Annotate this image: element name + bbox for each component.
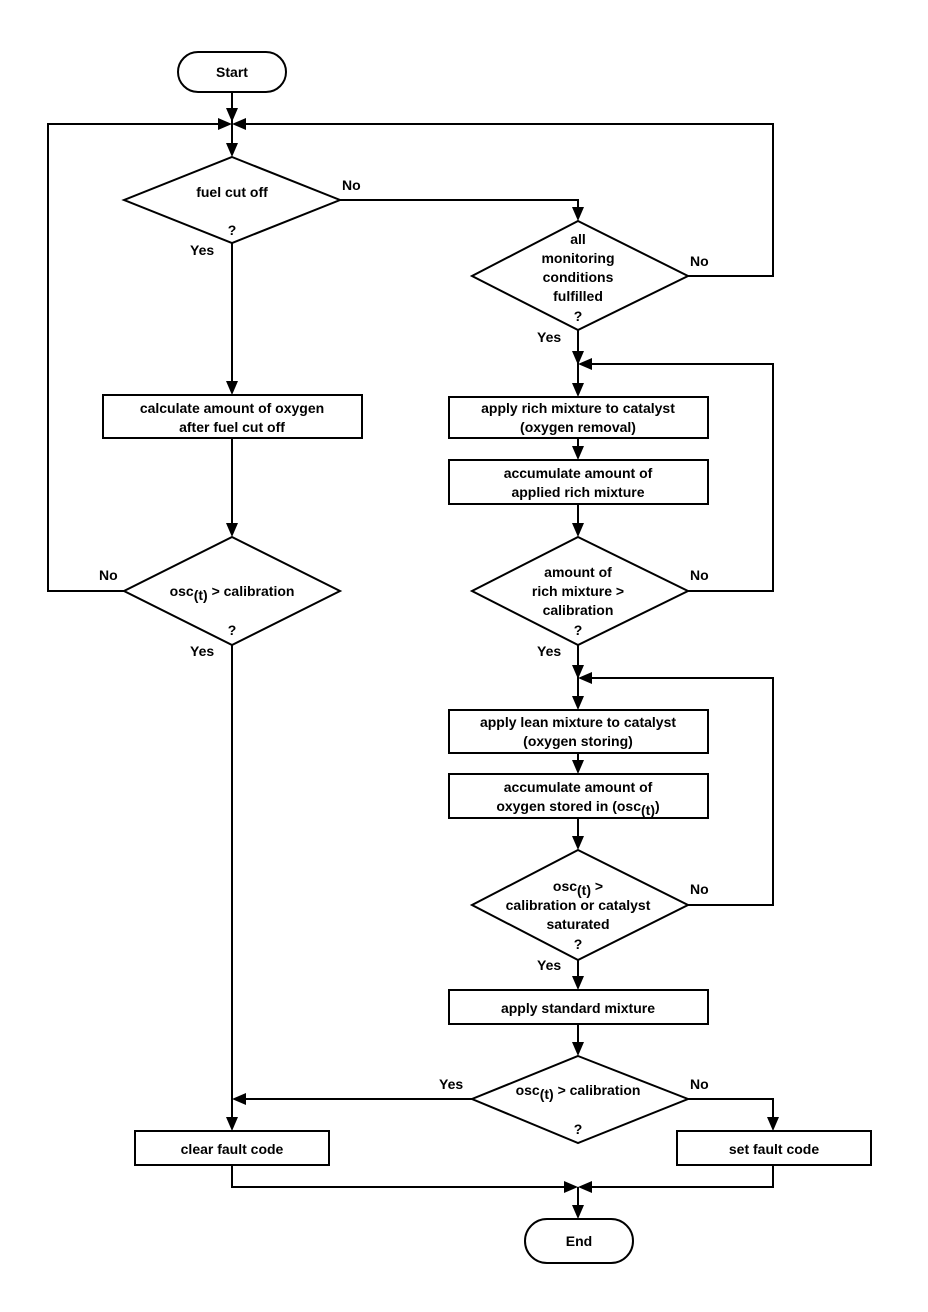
decision-monitoring-line4: fulfilled xyxy=(553,288,603,304)
arrowhead-lean-loop xyxy=(578,672,592,684)
decision-osc-saturated-q: ? xyxy=(574,936,583,952)
process-lean-apply: apply lean mixture to catalyst (oxygen s… xyxy=(448,709,709,754)
decision-monitoring-line2: monitoring xyxy=(541,250,614,266)
arrowhead-rich-apply xyxy=(572,383,584,397)
decision-osc-saturated: osc(t) > calibration or catalyst saturat… xyxy=(469,848,691,962)
arrowhead-calc xyxy=(226,381,238,395)
decision-rich-check: amount of rich mixture > calibration ? xyxy=(469,535,691,647)
process-lean-accumulate: accumulate amount of oxygen stored in (o… xyxy=(448,773,709,819)
arrowhead-osc xyxy=(226,523,238,537)
decision-monitoring-line3: conditions xyxy=(543,269,614,285)
connector-final-no xyxy=(688,1098,774,1124)
branch-labels: No Yes No Yes No Yes No Yes No Yes Yes N… xyxy=(99,177,709,1092)
connector-osc-no-loop xyxy=(47,123,226,592)
decision-osc-final-q: ? xyxy=(574,1121,583,1137)
decision-rich-check-line2: rich mixture > xyxy=(532,583,624,599)
arrowhead-right-loop xyxy=(232,118,246,130)
process-lean-accumulate-line2: oxygen stored in (osc(t)) xyxy=(496,798,659,818)
arrowhead-left-loop xyxy=(218,118,232,130)
connector-fuelcut-no xyxy=(340,199,579,214)
decision-monitoring: all monitoring conditions fulfilled ? xyxy=(469,219,691,332)
arrowheads xyxy=(218,108,779,1219)
arrowhead-rich-loop xyxy=(578,358,592,370)
arrowhead-fuelcut xyxy=(226,143,238,157)
label-monitoring-yes: Yes xyxy=(537,329,561,345)
decision-monitoring-line1: all xyxy=(570,231,586,247)
arrowhead-rich-top xyxy=(572,351,584,365)
end-label: End xyxy=(566,1233,592,1249)
arrowhead-start xyxy=(226,108,238,122)
process-set-fault: set fault code xyxy=(676,1130,872,1166)
process-calc-oxygen: calculate amount of oxygen after fuel cu… xyxy=(102,394,363,439)
label-fuelcut-yes: Yes xyxy=(190,242,214,258)
decision-rich-check-line3: calibration xyxy=(543,602,614,618)
connector-monitoring-no-loop xyxy=(238,123,774,277)
process-rich-apply: apply rich mixture to catalyst (oxygen r… xyxy=(448,396,709,439)
decision-rich-check-line1: amount of xyxy=(544,564,612,580)
process-calc-oxygen-line2: after fuel cut off xyxy=(179,419,285,435)
process-standard-label: apply standard mixture xyxy=(501,1000,655,1016)
decision-osc-saturated-line3: saturated xyxy=(546,916,609,932)
label-final-no: No xyxy=(690,1076,709,1092)
process-standard: apply standard mixture xyxy=(448,989,709,1025)
arrowhead-end xyxy=(572,1205,584,1219)
arrowhead-rich-check xyxy=(572,523,584,537)
process-lean-apply-line1: apply lean mixture to catalyst xyxy=(480,714,676,730)
arrowhead-rich-accumulate xyxy=(572,446,584,460)
start-label: Start xyxy=(216,64,248,80)
process-lean-accumulate-line1: accumulate amount of xyxy=(504,779,653,795)
decision-osc-final-label: osc(t) > calibration xyxy=(516,1082,641,1102)
arrowhead-set-fault xyxy=(767,1117,779,1131)
decision-osc-saturated-line1: osc(t) > xyxy=(553,878,603,898)
decision-rich-check-q: ? xyxy=(574,622,583,638)
arrowhead-lean-accumulate xyxy=(572,760,584,774)
arrowhead-lean-apply xyxy=(572,696,584,710)
process-rich-apply-line1: apply rich mixture to catalyst xyxy=(481,400,675,416)
decision-osc-saturated-line2: calibration or catalyst xyxy=(506,897,651,913)
process-rich-accumulate: accumulate amount of applied rich mixtur… xyxy=(448,459,709,505)
end-terminal: End xyxy=(524,1218,634,1264)
label-fuelcut-no: No xyxy=(342,177,361,193)
decision-fuel-cut-label: fuel cut off xyxy=(196,184,268,200)
label-final-yes: Yes xyxy=(439,1076,463,1092)
process-lean-apply-line2: (oxygen storing) xyxy=(523,733,633,749)
label-monitoring-no: No xyxy=(690,253,709,269)
arrowhead-lean-top xyxy=(572,665,584,679)
label-sat-no: No xyxy=(690,881,709,897)
arrowhead-standard xyxy=(572,976,584,990)
arrowhead-sat-check xyxy=(572,836,584,850)
label-rich-no: No xyxy=(690,567,709,583)
label-rich-yes: Yes xyxy=(537,643,561,659)
arrowhead-merge-left xyxy=(564,1181,578,1193)
process-set-fault-label: set fault code xyxy=(729,1141,819,1157)
arrowhead-clear-fault xyxy=(226,1117,238,1131)
decision-osc-left-q: ? xyxy=(228,622,237,638)
start-terminal: Start xyxy=(177,51,287,93)
process-clear-fault-label: clear fault code xyxy=(181,1141,284,1157)
label-osc-left-no: No xyxy=(99,567,118,583)
arrowhead-final xyxy=(572,1042,584,1056)
arrowhead-monitoring xyxy=(572,207,584,221)
process-clear-fault: clear fault code xyxy=(134,1130,330,1166)
label-osc-left-yes: Yes xyxy=(190,643,214,659)
decision-osc-left: osc(t) > calibration ? xyxy=(121,535,343,647)
connector-set-end xyxy=(584,1165,774,1188)
decision-osc-final: osc(t) > calibration ? xyxy=(469,1054,691,1145)
connectors xyxy=(47,92,774,1212)
connector-sat-no-loop xyxy=(584,677,774,906)
process-calc-oxygen-line1: calculate amount of oxygen xyxy=(140,400,324,416)
connector-clear-end xyxy=(231,1165,572,1188)
decision-fuel-cut-q: ? xyxy=(228,222,237,238)
process-rich-accumulate-line2: applied rich mixture xyxy=(511,484,644,500)
label-sat-yes: Yes xyxy=(537,957,561,973)
arrowhead-merge-right xyxy=(578,1181,592,1193)
decision-fuel-cut: fuel cut off ? xyxy=(121,155,343,245)
decision-monitoring-q: ? xyxy=(574,308,583,324)
connector-rich-no-loop xyxy=(584,363,774,592)
process-rich-apply-line2: (oxygen removal) xyxy=(520,419,636,435)
decision-osc-left-label: osc(t) > calibration xyxy=(170,583,295,603)
process-rich-accumulate-line1: accumulate amount of xyxy=(504,465,653,481)
arrowhead-final-yes xyxy=(232,1093,246,1105)
